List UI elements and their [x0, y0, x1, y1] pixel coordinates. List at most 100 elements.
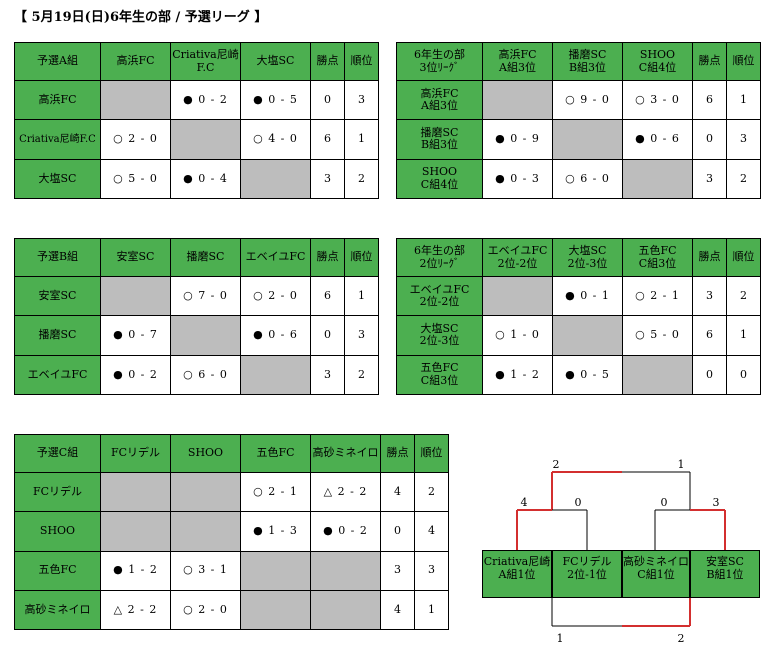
score-final-left: 2	[553, 458, 560, 471]
self-match-cell	[240, 550, 311, 591]
score-third-right: 2	[678, 632, 685, 645]
bracket-team-name: Criativa尼崎	[483, 555, 551, 568]
result-cell: ● 1 - 2	[482, 354, 553, 396]
header-cell: エベイユFC	[240, 238, 311, 277]
result-cell: ● 1 - 3	[240, 511, 311, 552]
self-match-cell	[240, 158, 311, 200]
table-row: エベイユFC 2位-2位 ● 0 - 1 ○ 2 - 1 3 2	[396, 275, 761, 317]
team-cell: FCリデル	[14, 471, 101, 513]
table-row: 大塩SC 2位-3位 ○ 1 - 0 ○ 5 - 0 6 1	[396, 315, 761, 356]
bracket-team-box: FCリデル 2位-1位	[552, 550, 622, 598]
header-cell: 五色FC C組3位	[622, 238, 693, 277]
header-cell: 予選B組	[14, 238, 101, 277]
score-third-left: 1	[557, 632, 564, 645]
header-cell: 勝点	[310, 42, 345, 81]
bracket-team-box: Criativa尼崎 A組1位	[482, 550, 552, 598]
bracket-team-name: FCリデル	[562, 555, 612, 568]
table-row: 大塩SC ○ 5 - 0 ● 0 - 4 3 2	[14, 158, 379, 200]
league-table-3rd-place: 6年生の部 3位ﾘｰｸﾞ 高浜FC A組3位 播磨SC B組3位 SHOO C組…	[396, 42, 761, 200]
points-cell: 3	[380, 550, 415, 591]
result-cell: ○ 2 - 1	[240, 471, 311, 513]
team-cell: 高砂ミネイロ	[14, 589, 101, 631]
points-cell: 3	[310, 158, 345, 200]
header-cell: 6年生の部 3位ﾘｰｸﾞ	[396, 42, 483, 81]
header-cell: 播磨SC B組3位	[552, 42, 623, 81]
header-cell: 高浜FC A組3位	[482, 42, 553, 81]
bracket-team-name: 高砂ミネイロ	[623, 555, 689, 568]
header-cell: 順位	[726, 238, 761, 277]
result-cell: ● 0 - 5	[240, 79, 311, 121]
bracket-team-seed: B組1位	[706, 568, 744, 582]
bracket-team-box: 安室SC B組1位	[690, 550, 760, 598]
bracket-team-seed: 2位-1位	[567, 568, 607, 582]
team-cell: 安室SC	[14, 275, 101, 317]
score-semi1-right: 0	[575, 496, 582, 509]
rank-cell: 1	[344, 119, 379, 160]
table-row: FCリデル ○ 2 - 1 △ 2 - 2 4 2	[14, 471, 449, 513]
table-row: 五色FC C組3位 ● 1 - 2 ● 0 - 5 0 0	[396, 354, 761, 396]
self-match-cell	[100, 275, 171, 317]
page-title: 【 5月19日(日)6年生の部 / 予選リーグ 】	[14, 10, 268, 25]
score-semi2-right: 3	[713, 496, 720, 509]
self-match-cell	[240, 354, 311, 396]
team-cell: エベイユFC	[14, 354, 101, 396]
self-match-cell	[552, 315, 623, 356]
self-match-cell	[170, 119, 241, 160]
team-cell: Criativa尼崎F.C	[14, 119, 101, 160]
team-cell: SHOO	[14, 511, 101, 552]
table-row: 播磨SC ● 0 - 7 ● 0 - 6 0 3	[14, 315, 379, 356]
header-cell: 順位	[344, 42, 379, 81]
self-match-cell	[622, 354, 693, 396]
header-cell: エベイユFC 2位-2位	[482, 238, 553, 277]
header-cell: 勝点	[380, 434, 415, 473]
header-cell: 予選C組	[14, 434, 101, 473]
header-cell: 高砂ミネイロ	[310, 434, 381, 473]
bracket-team-seed: C組1位	[637, 568, 675, 582]
team-cell: エベイユFC 2位-2位	[396, 275, 483, 317]
result-cell: ● 0 - 4	[170, 158, 241, 200]
result-cell: ○ 9 - 0	[552, 79, 623, 121]
result-cell: ● 0 - 7	[100, 315, 171, 356]
rank-cell: 0	[726, 354, 761, 396]
points-cell: 0	[310, 79, 345, 121]
result-cell: △ 2 - 2	[310, 471, 381, 513]
header-cell: 大塩SC 2位-3位	[552, 238, 623, 277]
self-match-cell	[482, 79, 553, 121]
header-cell: SHOO	[170, 434, 241, 473]
result-cell: ○ 2 - 0	[170, 589, 241, 631]
rank-cell: 3	[344, 79, 379, 121]
header-cell: 順位	[344, 238, 379, 277]
result-cell: ○ 1 - 0	[482, 315, 553, 356]
table-row: Criativa尼崎F.C ○ 2 - 0 ○ 4 - 0 6 1	[14, 119, 379, 160]
self-match-cell	[170, 511, 241, 552]
result-cell: ● 0 - 5	[552, 354, 623, 396]
team-cell: 高浜FC	[14, 79, 101, 121]
result-cell: ● 0 - 2	[100, 354, 171, 396]
header-cell: Criativa尼崎F.C	[170, 42, 241, 81]
rank-cell: 2	[414, 471, 449, 513]
self-match-cell	[622, 158, 693, 200]
result-cell: ● 0 - 1	[552, 275, 623, 317]
score-final-right: 1	[678, 458, 685, 471]
table-row: SHOO C組4位 ● 0 - 3 ○ 6 - 0 3 2	[396, 158, 761, 200]
result-cell: ○ 2 - 1	[622, 275, 693, 317]
score-semi2-left: 0	[661, 496, 668, 509]
result-cell: △ 2 - 2	[100, 589, 171, 631]
self-match-cell	[240, 589, 311, 631]
table-row: 五色FC ● 1 - 2 ○ 3 - 1 3 3	[14, 550, 449, 591]
result-cell: ○ 7 - 0	[170, 275, 241, 317]
self-match-cell	[100, 471, 171, 513]
team-cell: 大塩SC	[14, 158, 101, 200]
header-cell: 高浜FC	[100, 42, 171, 81]
result-cell: ● 1 - 2	[100, 550, 171, 591]
table-row: SHOO ● 1 - 3 ● 0 - 2 0 4	[14, 511, 449, 552]
rank-cell: 1	[726, 315, 761, 356]
result-cell: ● 0 - 3	[482, 158, 553, 200]
points-cell: 3	[310, 354, 345, 396]
result-cell: ○ 2 - 0	[240, 275, 311, 317]
header-cell: 安室SC	[100, 238, 171, 277]
rank-cell: 1	[344, 275, 379, 317]
header-cell: 大塩SC	[240, 42, 311, 81]
points-cell: 0	[380, 511, 415, 552]
self-match-cell	[100, 511, 171, 552]
